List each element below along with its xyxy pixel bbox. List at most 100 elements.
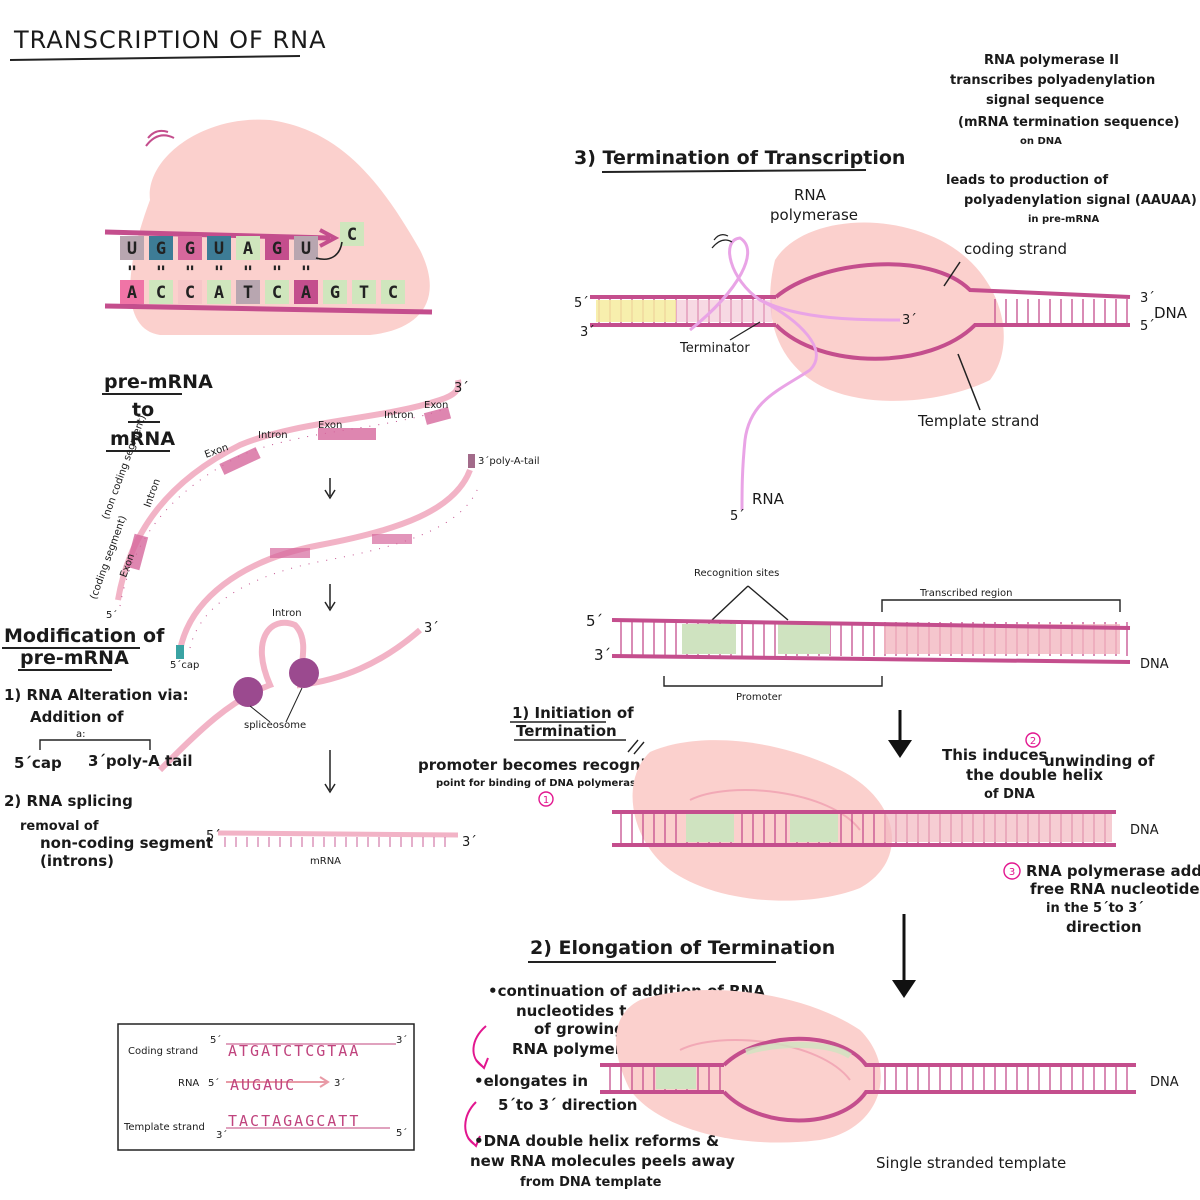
- dna-base-tile: [149, 280, 173, 304]
- pair-marks: """"""": [127, 263, 311, 283]
- underline: [601, 169, 867, 173]
- step-3-circle: [1003, 862, 1021, 880]
- label-exon-c: Exon: [424, 400, 448, 411]
- rna-five-prime: 5´: [730, 509, 745, 524]
- pair-mark: ": [214, 263, 224, 283]
- exon-block: [219, 447, 261, 475]
- note-line-5: on DNA: [1020, 136, 1062, 147]
- premrna-strand: [115, 379, 462, 601]
- bullet-2-line-2: 5´to 3´ direction: [498, 1096, 637, 1114]
- rna-strand: [104, 229, 331, 241]
- promoter-note-1: promoter becomes recognition: [418, 756, 679, 774]
- rna-p3: 3´: [334, 1077, 345, 1089]
- poly-a-marker: [468, 454, 475, 468]
- rna-base-letter: A: [243, 239, 253, 259]
- dna-base-tile: [294, 280, 318, 304]
- note-line-6: leads to production of: [946, 173, 1109, 188]
- rna-base-letter: U: [127, 239, 137, 259]
- rna-arrowhead: [319, 228, 340, 248]
- dna-base-tile: [381, 280, 405, 304]
- termination-section: 3) Termination of Transcription RNA poly…: [574, 53, 1197, 524]
- elongation-section: 2) Elongation of Termination •continuati…: [464, 937, 1179, 1190]
- bullet-1-line-3: of growing: [534, 1020, 625, 1038]
- strand-line: [611, 618, 1131, 630]
- splicing-strand: [157, 619, 422, 773]
- step-2-circle: [1025, 732, 1041, 748]
- coding-strand-label: coding strand: [964, 240, 1067, 258]
- label-three-prime: 3´: [454, 381, 469, 396]
- step-2-number: 2: [1030, 736, 1036, 747]
- arrowhead: [467, 1135, 481, 1148]
- transcribed-region-label: Transcribed region: [919, 588, 1012, 599]
- left-three-prime: 3´: [580, 325, 595, 340]
- coding-seq: ATGATCTCGTAA: [228, 1042, 360, 1060]
- premrna-to: to: [132, 399, 154, 421]
- elongation-recognition: [656, 1067, 696, 1089]
- dna-base-tile: [352, 280, 376, 304]
- modification-section: Modification of pre-mRNA 1) RNA Alterati…: [2, 625, 213, 870]
- initiation-binding: 1) Initiation of Termination promoter be…: [418, 704, 1200, 998]
- right-three-prime: 3´: [1140, 291, 1155, 306]
- right-five-prime: 5´: [1140, 319, 1155, 334]
- recognition-site-2: [778, 624, 830, 654]
- note-line-2: transcribes polyadenylation: [950, 73, 1155, 88]
- pair-mark: ": [185, 263, 195, 283]
- unwinding-line-1: This induces: [942, 746, 1048, 764]
- template-p3: 3´: [216, 1129, 227, 1141]
- rna-base-tile: [149, 236, 173, 260]
- coding-strand-label: Coding strand: [128, 1046, 198, 1057]
- bracket: [881, 599, 1121, 612]
- five-cap-marker: [176, 645, 184, 659]
- single-stranded-label: Single stranded template: [876, 1154, 1066, 1172]
- arrowhead: [888, 740, 912, 758]
- rna-base-tile: [294, 236, 318, 260]
- note-line-8: in pre-mRNA: [1028, 214, 1100, 225]
- rna-base-letter: G: [185, 239, 195, 259]
- premrna-heading: pre-mRNA: [104, 371, 213, 393]
- bullet-3-line-2: new RNA molecules peels away: [470, 1152, 735, 1170]
- dna-base-tile: [236, 280, 260, 304]
- bound-dna-label: DNA: [1130, 823, 1159, 838]
- bound-recognition-1: [686, 814, 734, 842]
- recognition-site-1: [682, 624, 736, 654]
- pair-mark: ": [127, 263, 137, 283]
- exon-block: [372, 534, 412, 544]
- label-five-cap: 5´cap: [170, 659, 199, 671]
- label-intron-b: Intron: [384, 410, 414, 421]
- dna-base-letter: C: [272, 283, 282, 303]
- step-1-number: 1: [543, 795, 549, 806]
- label-poly-a-tail: 3´poly-A-tail: [478, 455, 540, 467]
- coding-p5: 5´: [210, 1034, 221, 1046]
- template-strand-label: Template strand: [917, 412, 1039, 430]
- bound-recognition-2: [790, 814, 838, 842]
- dna-base-tile: [120, 280, 144, 304]
- motion-lines: [627, 739, 645, 755]
- mrna-label: mRNA: [310, 856, 341, 867]
- adds-line-3: in the 5´to 3´: [1046, 901, 1144, 916]
- dna-base-tile: [207, 280, 231, 304]
- motion-lines: [711, 234, 733, 249]
- pointer: [729, 321, 761, 341]
- dna-rungs: [866, 1066, 1136, 1090]
- dna-base-letter: T: [243, 283, 253, 303]
- adds-line-1: RNA polymerase adds: [1026, 862, 1200, 880]
- label-exon-b: Exon: [318, 420, 342, 431]
- rna-base-tile: [236, 236, 260, 260]
- label-five-prime: 5´: [106, 609, 117, 621]
- addition-of: Addition of: [30, 708, 124, 726]
- initiation-heading: 1) Initiation of: [512, 704, 634, 722]
- init-five-prime: 5´: [586, 612, 603, 630]
- rna-transcript-loop: [689, 236, 901, 332]
- dna-base-letter: A: [127, 283, 137, 303]
- rna-label: RNA: [752, 490, 785, 508]
- pair-mark: ": [301, 263, 311, 283]
- promoter-label: Promoter: [736, 692, 783, 703]
- dna-base-letter: C: [156, 283, 166, 303]
- spliceosome-right: [289, 658, 319, 688]
- dna-base-tile: [265, 280, 289, 304]
- bracket: [663, 676, 883, 687]
- rna-three-prime: 3´: [902, 313, 917, 328]
- arrowhead: [324, 489, 336, 500]
- rna-seq: AUGAUC: [230, 1076, 296, 1094]
